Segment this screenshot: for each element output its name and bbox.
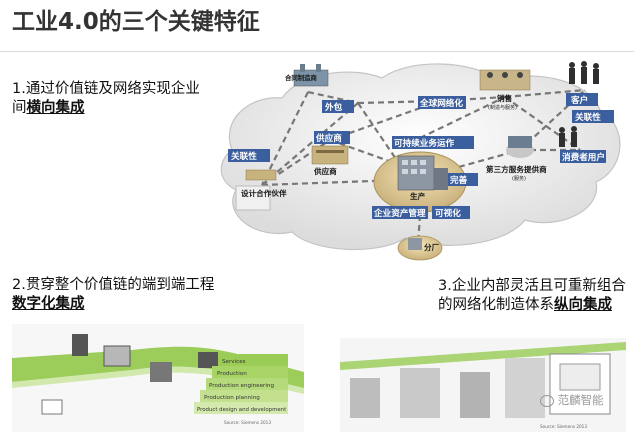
branch-plant-label: 分厂 — [424, 242, 440, 252]
supplier-label: 供应商 — [313, 166, 337, 176]
factory-floor-icons — [350, 353, 611, 418]
point-2-emphasis: 数字化集成 — [12, 296, 85, 312]
asset-management-tag: 企业资产管理 — [373, 207, 426, 219]
consumer-tag: 消费者用户 — [562, 151, 605, 163]
layer-product-design: Product design and development — [197, 407, 286, 413]
factory-icon — [397, 155, 448, 191]
sales-sub-label: (制造与服务) — [488, 104, 517, 111]
layer-production-planning: Production planning — [204, 395, 260, 401]
consumer-people-icon — [559, 126, 577, 147]
point-horizontal-integration: 1.通过价值链及网络实现企业间横向集成 — [12, 80, 212, 118]
wechat-icon — [540, 394, 554, 407]
third-party-sub-label: (服务) — [512, 175, 526, 182]
watermark: 范麟智能 — [540, 392, 604, 408]
layer-production-engineering: Production engineering — [209, 383, 274, 389]
associated-tag-a: 关联性 — [231, 150, 257, 162]
customer-people-icon — [569, 61, 599, 84]
digital-integration-illustration: Services Production Production engineeri… — [12, 324, 304, 432]
layer-services: Services — [222, 359, 246, 365]
sales-label: 销售 — [497, 93, 513, 103]
layer-production: Production — [217, 371, 247, 377]
point-1-emphasis: 横向集成 — [26, 100, 85, 116]
sustainable-ops-tag: 可持续业务运作 — [394, 137, 455, 149]
point-1-text: 1.通过价值链及网络实现企业间 — [12, 81, 200, 116]
branch-plant-icon — [397, 235, 443, 261]
green-band-right — [340, 342, 626, 370]
design-partner-label: 设计合作伙伴 — [241, 188, 287, 198]
supplier-building-icon — [311, 145, 349, 165]
third-party-label: 第三方服务提供商 — [486, 164, 547, 174]
machine-icons — [41, 334, 218, 415]
page-title: 工业4.0的三个关键特征 — [12, 9, 260, 35]
title-divider — [0, 51, 634, 52]
customer-tag: 客户 — [570, 94, 588, 106]
production-label: 生产 — [410, 191, 426, 201]
third-party-icon — [506, 136, 534, 158]
global-network-tag: 全球网络化 — [419, 97, 463, 109]
layer-stack — [194, 354, 288, 414]
design-partner-icon — [245, 169, 277, 181]
associated-tag-b: 关联性 — [575, 111, 601, 123]
vertical-integration-illustration: Source: Siemens 2013 — [340, 338, 626, 432]
supplier-tag: 供应商 — [315, 132, 342, 144]
contract-manufacturer-icon — [293, 64, 329, 87]
contract-manufacturer-label: 合同制造商 — [284, 73, 318, 82]
sales-people-icon — [479, 69, 531, 91]
value-network-diagram: 生产 合同制造商 外包 全球网络化 销售 (制造与服务) 客户 关联性 消费者用… — [220, 61, 621, 261]
watermark-text: 范麟智能 — [557, 393, 604, 407]
improve-tag: 完善 — [450, 174, 468, 186]
point-3-text: 3.企业内部灵活且可重新组合的网络化制造体系 — [438, 278, 626, 313]
point-3-emphasis: 纵向集成 — [554, 297, 612, 313]
point-vertical-integration: 3.企业内部灵活且可重新组合的网络化制造体系纵向集成 — [438, 277, 628, 315]
outsourcing-tag: 外包 — [324, 101, 343, 113]
visualize-tag: 可视化 — [435, 207, 461, 219]
point-2-text: 2.贯穿整个价值链的端到端工程 — [12, 277, 215, 293]
point-digital-integration: 2.贯穿整个价值链的端到端工程数字化集成 — [12, 276, 222, 314]
left-source-note: Source: Siemens 2013 — [224, 420, 271, 425]
right-source-note: Source: Siemens 2013 — [540, 424, 587, 429]
